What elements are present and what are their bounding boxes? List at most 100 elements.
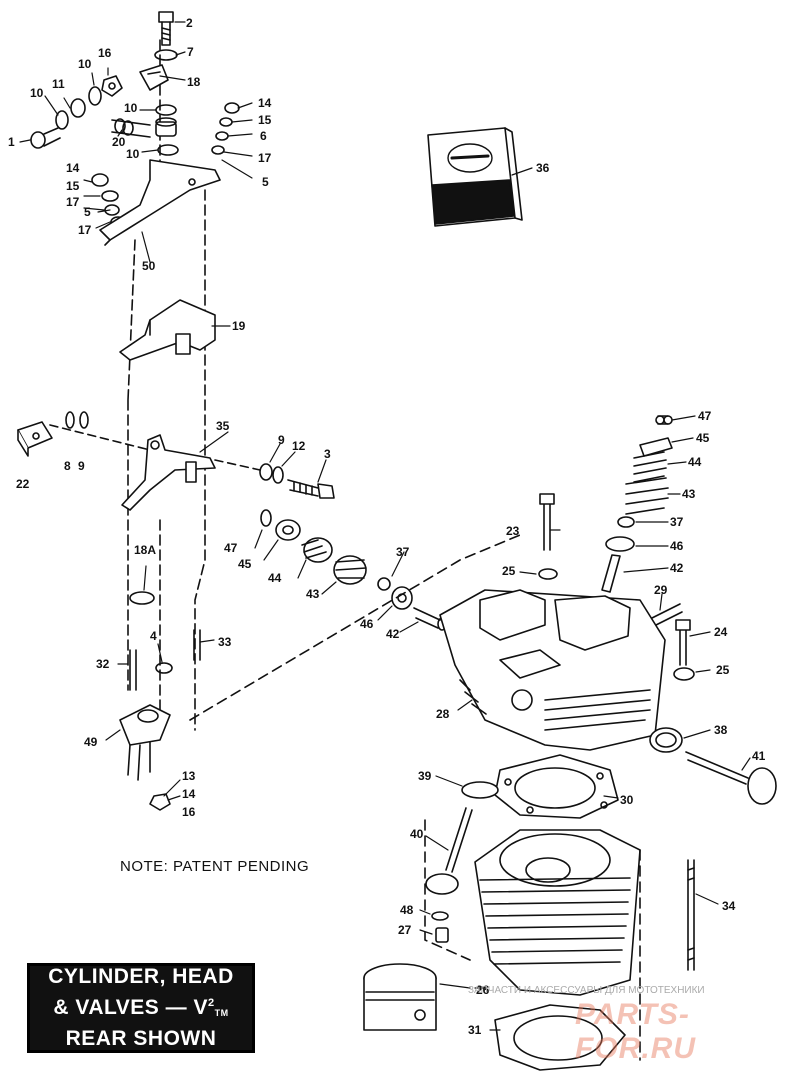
callout-34: 34 — [722, 899, 736, 913]
title-line-1: CYLINDER, HEAD — [48, 965, 234, 988]
callout-31: 31 — [468, 1023, 482, 1037]
valve-40 — [425, 807, 473, 895]
keeper-47-right — [655, 415, 673, 425]
stud-34 — [687, 859, 695, 971]
leader-lines — [19, 21, 751, 1031]
callout-45: 45 — [696, 431, 710, 445]
callout-9: 9 — [278, 433, 285, 447]
retainer-45-left — [275, 519, 301, 541]
callout-9: 9 — [78, 459, 85, 473]
trademark-mark: TM — [214, 1008, 229, 1018]
washer-9-left — [79, 411, 89, 429]
bolt-24 — [675, 619, 691, 666]
callout-18: 18 — [187, 75, 201, 89]
callout-12: 12 — [292, 439, 306, 453]
washer-15-left — [101, 190, 119, 202]
seal-38 — [649, 727, 683, 753]
washer-10-left — [55, 110, 69, 130]
callout-8: 8 — [64, 459, 71, 473]
seat-46-left — [391, 586, 413, 610]
callout-45: 45 — [238, 557, 252, 571]
title-line-2: & VALVES — V2TM — [53, 990, 228, 1026]
washer-10-lower — [157, 144, 179, 156]
callout-27: 27 — [398, 923, 412, 937]
callout-28: 28 — [436, 707, 450, 721]
callout-41: 41 — [752, 749, 766, 763]
title-box: CYLINDER, HEAD & VALVES — V2TM REAR SHOW… — [27, 963, 255, 1053]
title-line-3: REAR SHOWN — [65, 1027, 217, 1050]
callout-16: 16 — [182, 805, 196, 819]
seal-37-right — [617, 516, 635, 528]
gasket-31 — [494, 1004, 626, 1071]
callout-37: 37 — [396, 545, 410, 559]
callout-44: 44 — [688, 455, 702, 469]
dashed-guide-5 — [214, 459, 261, 471]
nut-16 — [101, 75, 123, 97]
gasket-30 — [494, 754, 619, 819]
callout-30: 30 — [620, 793, 634, 807]
callout-10: 10 — [30, 86, 44, 100]
watermark-text: ЗАПЧАСТИ И АКСЕССУАРЫ ДЛЯ МОТОТЕХНИКИ — [468, 985, 705, 996]
pin-27 — [435, 927, 449, 943]
nut-stack — [155, 117, 177, 137]
spring-43-right — [625, 477, 669, 515]
washer-25-left — [538, 568, 558, 580]
callout-17: 17 — [78, 223, 92, 237]
callout-5: 5 — [84, 205, 91, 219]
callout-39: 39 — [418, 769, 432, 783]
washer-8 — [65, 411, 75, 429]
washer-10-top — [155, 104, 177, 116]
seal-37-left — [377, 577, 391, 591]
callout-50: 50 — [142, 259, 156, 273]
callout-11: 11 — [52, 77, 65, 91]
bolt-2 — [158, 11, 174, 46]
washer-9-right — [259, 463, 273, 481]
washer-18A — [129, 591, 155, 605]
spring-44-left — [301, 537, 333, 563]
callout-2: 2 — [186, 16, 193, 30]
title-line-2-text: & VALVES — V — [53, 996, 208, 1019]
callout-15: 15 — [66, 179, 80, 193]
callout-35: 35 — [216, 419, 230, 433]
callout-14: 14 — [258, 96, 272, 110]
callout-23: 23 — [506, 524, 520, 538]
stud-32 — [129, 649, 137, 691]
washer-10-mid — [88, 86, 102, 106]
callout-42: 42 — [386, 627, 400, 641]
title-superscript: 2 — [207, 997, 215, 1009]
callout-44: 44 — [268, 571, 282, 585]
valve-41 — [685, 751, 777, 805]
callout-40: 40 — [410, 827, 424, 841]
callout-18A: 18A — [134, 543, 156, 557]
watermark-brand: PARTS-FOR.RU — [575, 998, 696, 1065]
washer-6 — [215, 131, 229, 141]
callout-14: 14 — [66, 161, 80, 175]
callout-46: 46 — [360, 617, 374, 631]
washer-7 — [154, 49, 178, 61]
guide-42-right — [601, 554, 621, 593]
callout-24: 24 — [714, 625, 728, 639]
parts-box-36 — [427, 127, 523, 227]
callout-37: 37 — [670, 515, 684, 529]
callout-33: 33 — [218, 635, 232, 649]
callout-5: 5 — [262, 175, 269, 189]
centerline-left — [127, 39, 161, 691]
callout-17: 17 — [258, 151, 272, 165]
washer-17-left — [104, 204, 120, 216]
cylinder-26 — [474, 829, 641, 996]
valve-49 — [119, 704, 171, 781]
callout-36: 36 — [536, 161, 550, 175]
spring-43-left — [333, 555, 367, 585]
callout-10: 10 — [126, 147, 140, 161]
cylinder-head-28 — [439, 589, 666, 751]
bolt-1 — [30, 127, 61, 149]
washer-17-right — [211, 145, 225, 155]
callout-labels: 2 7 16 18 10 10 11 10 14 15 6 1 20 10 17… — [8, 16, 766, 1037]
callout-13: 13 — [182, 769, 196, 783]
washer-4 — [155, 662, 173, 674]
callout-6: 6 — [260, 129, 267, 143]
callout-20: 20 — [112, 135, 126, 149]
callout-49: 49 — [84, 735, 98, 749]
patent-note: NOTE: PATENT PENDING — [120, 858, 310, 875]
